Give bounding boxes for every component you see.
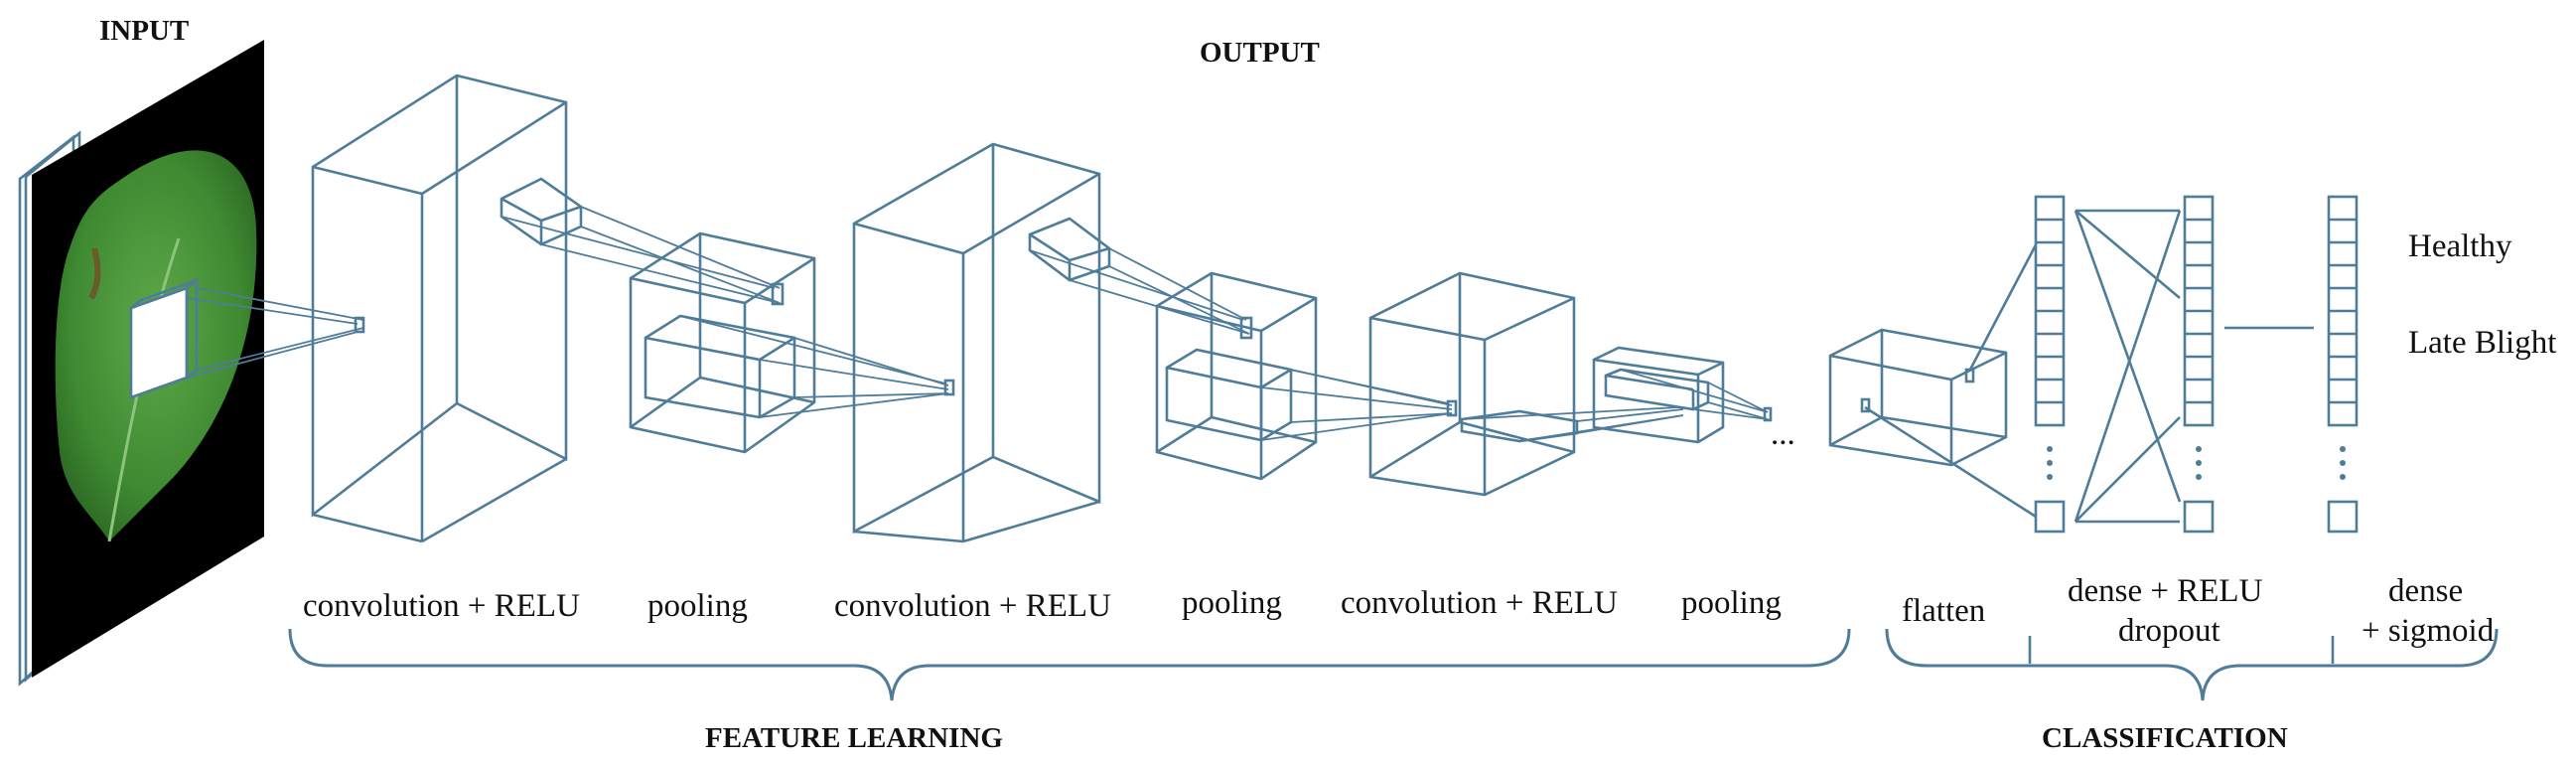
kernel-marker-2 xyxy=(771,282,785,306)
feature-learning-brace xyxy=(288,628,1851,701)
flatten-neurons xyxy=(2034,195,2066,534)
label-conv3: convolution + RELU xyxy=(1341,585,1618,621)
dense-sigmoid-neurons xyxy=(2327,195,2359,534)
label-pool1: pooling xyxy=(647,588,748,624)
feature-learning-header: FEATURE LEARNING xyxy=(705,722,1003,754)
dense-relu-neurons xyxy=(2183,195,2215,534)
dense-connections xyxy=(2074,209,2314,524)
kernel-marker-5 xyxy=(1446,399,1458,417)
label-pool3: pooling xyxy=(1681,585,1782,621)
label-conv1: convolution + RELU xyxy=(303,588,580,624)
label-dense1-line1: dense + RELU xyxy=(2068,573,2263,609)
layer-ellipsis: ... xyxy=(1771,416,1795,452)
label-dense2-line1: dense xyxy=(2388,573,2463,609)
label-dense1-line2: dropout xyxy=(2118,613,2220,649)
output-class-healthy: Healthy xyxy=(2408,229,2512,264)
input-header: INPUT xyxy=(99,15,189,47)
label-dense2-line2: + sigmoid xyxy=(2361,613,2495,649)
pool2-volume xyxy=(1155,271,1318,481)
conv2-volume xyxy=(852,142,1111,543)
output-header: OUTPUT xyxy=(1200,37,1320,69)
output-class-late-blight: Late Blight xyxy=(2408,325,2556,361)
classification-brace xyxy=(1885,628,2499,701)
conv1-volume xyxy=(311,74,583,543)
input-image xyxy=(18,40,264,687)
label-flatten: flatten xyxy=(1902,593,1985,629)
label-pool2: pooling xyxy=(1182,585,1282,621)
flatten-volume xyxy=(1828,328,2008,467)
kernel-marker-1 xyxy=(354,316,365,334)
label-conv2: convolution + RELU xyxy=(834,588,1111,624)
conv3-volume xyxy=(1368,271,1579,497)
classification-header: CLASSIFICATION xyxy=(2042,722,2288,754)
kernel-marker-3 xyxy=(943,379,955,396)
kernel-marker-6 xyxy=(1763,406,1773,422)
